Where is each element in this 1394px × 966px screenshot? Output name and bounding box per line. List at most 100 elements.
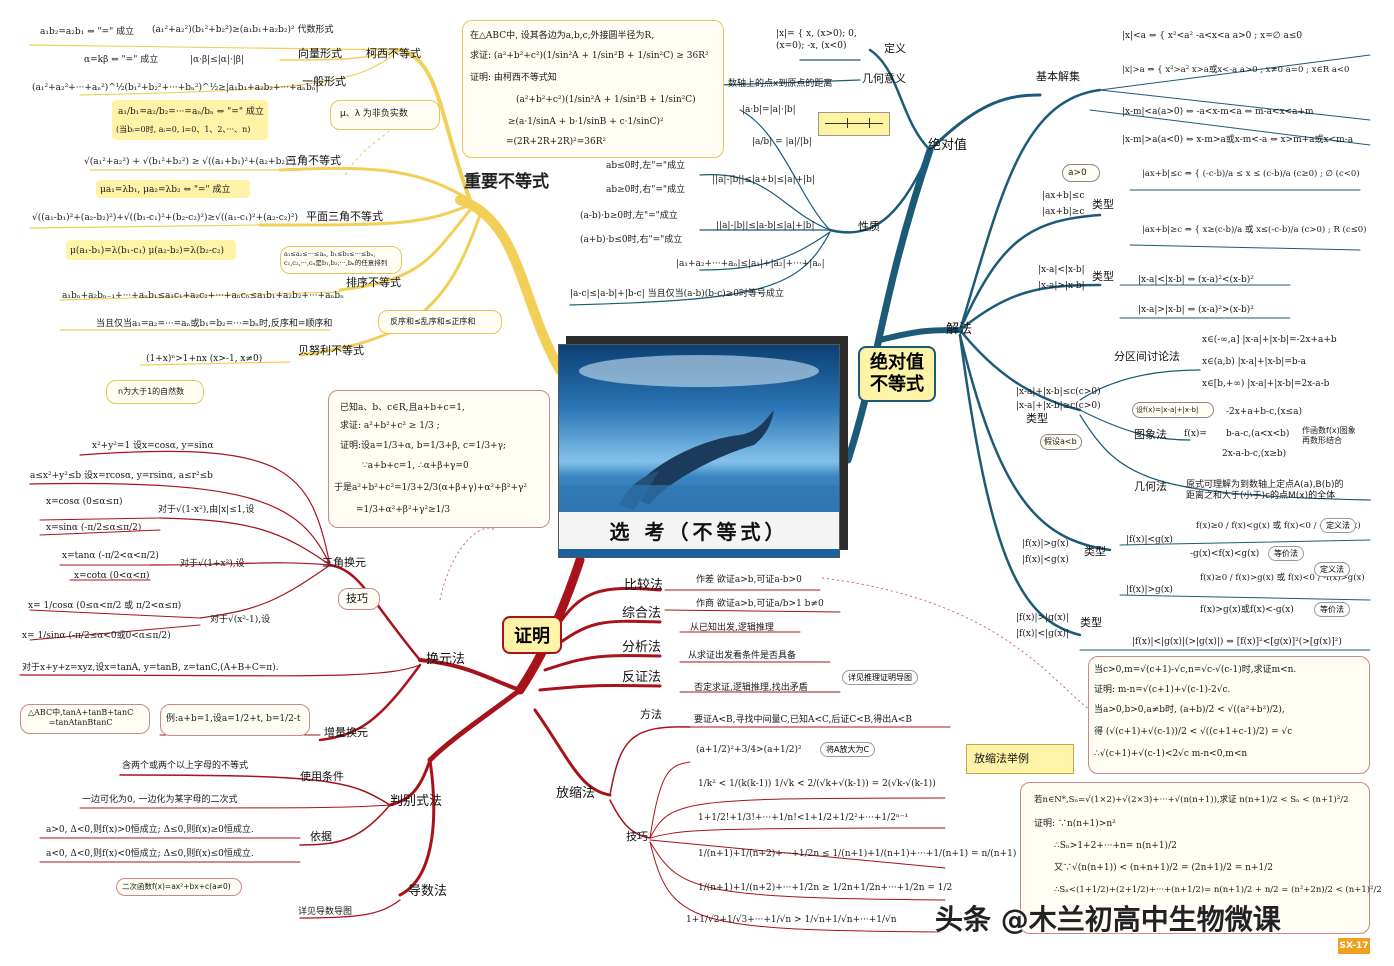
type3-label: 类型: [1026, 412, 1048, 425]
cauchy-general-cond: a₁/b₁=a₂/b₂=···=aₙ/bₙ ⇔ "=" 成立: [118, 107, 264, 117]
prop-3: ||a|-|b||≤|a+b|≤|a|+|b|: [712, 175, 815, 185]
proof-line1: 在△ABC中, 设其各边为a,b,c,外接圆半径为R,: [470, 31, 655, 41]
triangle-cond: μa₁=λb₁, μa₂=λb₂ ⇔ "=" 成立: [100, 185, 231, 195]
prop-cond-4: (a+b)·b≤0时,右"="成立: [580, 235, 683, 245]
abs-basic: 基本解集: [1036, 70, 1080, 83]
tri-note-box: [20, 704, 150, 734]
trig-item-9: 对于√(x²-1),设: [210, 615, 271, 625]
graph-item-2: b-a-c,(a<x<b): [1226, 429, 1290, 439]
incr-item-box: [160, 704, 310, 736]
example1-line2: 证明: m-n=√(c+1)+√(c-1)-2√c.: [1094, 685, 1231, 695]
discriminant-basis-1: a>0, Δ<0,则f(x)>0恒成立; Δ≤0,则f(x)≥0恒成立.: [46, 825, 254, 835]
prop-5: |a₁+a₂+···+aₙ|≤|a₁|+|a₂|+···+|aₙ|: [676, 259, 825, 269]
prop-6: |a-c|≤|a-b|+|b-c| 当且仅当(a-b)(b-c)≥0时等号成立: [570, 289, 784, 299]
incr-proof-2: 求证: a²+b²+c² ≥ 1/3 ;: [340, 421, 440, 431]
prop-cond-2: ab≥0时,右"="成立: [606, 185, 686, 195]
prop-4: ||a|-|b||≤|a-b|≤|a|+|b|: [716, 221, 815, 231]
lambda-note: μ、λ 为非负实数: [340, 109, 408, 119]
prop-1: |a·b|=|a|·|b|: [742, 105, 796, 115]
discriminant-note: 二次函数f(x)=ax²+bx+c(a≠0): [122, 882, 231, 891]
scale-item-2: 1/k² < 1/(k(k-1)) 1/√k < 2/(√k+√(k-1)) =…: [698, 779, 936, 789]
scale-item-3: 1+1/2!+1/3!+···+1/n!<1+1/2+1/2²+···+1/2ⁿ…: [698, 813, 909, 823]
bernoulli-note-box: [106, 380, 204, 404]
rearrange-cond: 当且仅当a₁=a₂=···=aₙ或b₁=b₂=···=bₙ时,反序和=顺序和: [96, 319, 333, 329]
type3-a: |x-a|+|x-b|≤c(c>0): [1016, 387, 1101, 397]
cauchy-general-label: 一般形式: [302, 75, 346, 88]
discriminant-use: 使用条件: [300, 770, 344, 783]
type5-item: |f(x)|<|g(x)|(>|g(x)|) ⇔ [f(x)]²<[g(x)]²…: [1132, 637, 1342, 647]
graph-item-1: -2x+a+b-c,(x≤a): [1226, 407, 1302, 417]
rearrange-note: 反序和≤乱序和≤正序和: [390, 317, 476, 326]
incr-item: 例:a+b=1,设a=1/2+t, b=1/2-t: [166, 714, 301, 724]
scale-method-item: 要证A<B,寻找中间量C,已知A<C,后证C<B,得出A<B: [694, 715, 912, 725]
graph-method: 图象法: [1134, 428, 1167, 441]
basic-item-3: |x-m|<a(a>0) ⇔ -a<x-m<a ⇔ m-a<x<a+m: [1122, 107, 1314, 117]
cauchy-eq-condition: a₁b₂=a₂b₁ ⇔ "=" 成立: [40, 27, 135, 37]
tri-note: △ABC中,tanA+tanB+tanC =tanAtanBtanC: [28, 708, 134, 727]
proof-title: 证明: [502, 616, 562, 654]
absolute-title: 绝对值: [928, 138, 968, 153]
example2-line1: 若n∈N*,Sₙ=√(1×2)+√(2×3)+···+√(n(n+1)),求证 …: [1034, 795, 1349, 805]
type1-b: |ax+b|≥c: [1042, 207, 1085, 217]
type1-a: |ax+b|≤c: [1042, 191, 1085, 201]
type3-note: 假设a<b: [1044, 437, 1077, 446]
plane-triangle-cond-box: [66, 240, 236, 260]
scale-example-tag: [966, 744, 1074, 774]
example1-line3: 当a>0,b>0,a≠b时, (a+b)/2 < √((a²+b²)/2),: [1094, 705, 1285, 715]
type4-item-1: |f(x)|<g(x): [1126, 535, 1173, 545]
example1-line4: 得 (√(c+1)+√(c-1))/2 < √((c+1+c-1)/2) = √…: [1094, 727, 1293, 737]
scale-title: 放缩法: [556, 786, 596, 801]
type5-a: |f(x)|>|g(x)|: [1016, 613, 1069, 623]
cauchy-title: 柯西不等式: [366, 47, 421, 60]
trig-item-4: x=cosα (0≤α≤π): [46, 497, 123, 507]
graph-fx-label: f(x)=: [1184, 429, 1207, 439]
bernoulli-formula: (1+x)ⁿ>1+nx (x>-1, x≠0): [146, 354, 263, 364]
prop-cond-1: ab≤0时,左"="成立: [606, 161, 686, 171]
page-tag: SX-17: [1338, 938, 1370, 954]
type4-cases-1: f(x)≥0 / f(x)<g(x) 或 f(x)<0 / -f(x)<g(x): [1196, 521, 1361, 531]
discriminant-note-box: [116, 878, 242, 896]
trig-item-1: x²+y²=1 设x=cosα, y=sinα: [92, 441, 214, 451]
scale-tip: 技巧: [626, 830, 648, 843]
trig-tip: 技巧: [346, 592, 368, 605]
discriminant-use-1: 含两个或两个以上字母的不等式: [122, 761, 249, 771]
type4-a: |f(x)|>g(x): [1022, 539, 1069, 549]
synth-item: 从已知出发,逻辑推理: [690, 623, 774, 633]
analysis-item: 从求证出发看条件是否具备: [688, 651, 797, 661]
derivative-item: 详见导数导图: [298, 907, 353, 917]
analysis-method: 分析法: [622, 640, 662, 655]
cauchy-vector-label: 向量形式: [298, 47, 342, 60]
example2-line5: ∴Sₙ<(1+1/2)+(2+1/2)+···+(n+1/2)= n(n+1)/…: [1054, 885, 1382, 895]
type1-note-box: [1062, 164, 1100, 182]
scale-example-box-2: [1020, 782, 1370, 934]
scale-method-label: 方法: [640, 708, 662, 721]
substitution-title: 换元法: [426, 652, 466, 667]
scale-example-title: 放缩法举例: [974, 752, 1029, 765]
rearrange-premise: a₁≤a₂≤···≤aₙ, b₁≤b₂≤···≤bₙ, c₁,c₂,···,cₙ…: [284, 250, 388, 267]
triangle-formula: √(a₁²+a₂²) + √(b₁²+b₂²) ≥ √((a₁+b₁)²+(a₂…: [84, 157, 296, 167]
compare-item-2: 作商 欲证a>b,可证a/b>1 b≠0: [696, 599, 824, 609]
incr-proof-6: =1/3+α²+β²+γ²≥1/3: [356, 505, 451, 515]
triangle-title: 三角不等式: [286, 154, 341, 167]
graph-item-3: 2x-a-b-c,(x≥b): [1222, 449, 1287, 459]
cauchy-general: (a₁²+a₂²+···+aₙ²)^½(b₁²+b₂²+···+bₙ²)^½≥|…: [32, 83, 319, 93]
type1-item-1: |ax+b|≤c ⇔ { (-c-b)/a ≤ x ≤ (c-b)/a (c≥0…: [1142, 169, 1360, 179]
proof-line6: =(2R+2R+2R)²=36R²: [506, 137, 607, 147]
type4-label: 类型: [1084, 545, 1106, 558]
contra-note: 详见推理证明导图: [842, 670, 918, 685]
partition-item-2: x∈(a,b) |x-a|+|x-b|=b-a: [1202, 357, 1307, 367]
trig-tip-box: [338, 588, 380, 610]
lambda-note-box: [330, 100, 440, 130]
type2-b: |x-a|>|x-b|: [1038, 281, 1085, 291]
synth-method: 综合法: [622, 606, 662, 621]
trig-item-11: x= 1/sinα (-π/2≤α<0或0<α≤π/2): [22, 631, 171, 641]
watermark: 头条 @木兰初高中生物微课: [935, 903, 1281, 936]
trig-substitution: 三角换元: [322, 556, 366, 569]
incr-proof-1: 已知a、b、c∈R,且a+b+c=1,: [340, 403, 465, 413]
absolute-property: 性质: [858, 220, 880, 233]
trig-item-10: x= 1/cosα (0≤α<π/2 或 π/2<α≤π): [28, 601, 182, 611]
abs-solve: 解法: [946, 322, 973, 337]
incr-proof-box: [328, 390, 550, 528]
proof-line2: 求证: (a²+b²+c²)(1/sin²A + 1/sin²B + 1/sin…: [470, 51, 709, 61]
type1-item-2: |ax+b|≥c ⇔ { x≥(c-b)/a 或 x≤(-c-b)/a (c>0…: [1142, 225, 1367, 235]
